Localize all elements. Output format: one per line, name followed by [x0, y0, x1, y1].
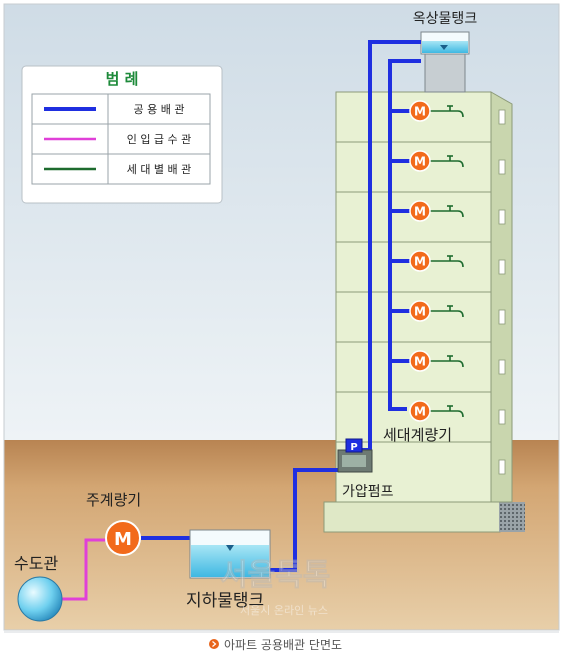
unit-meter-icon — [409, 100, 431, 122]
building-foundation — [323, 501, 501, 533]
main-meter-symbol: M — [114, 529, 132, 550]
unit-meter-symbol: M — [414, 305, 426, 319]
unit-branch: M — [409, 400, 464, 422]
unit-meter-symbol: M — [414, 255, 426, 269]
unit-pipe — [430, 110, 464, 118]
side-window — [498, 359, 506, 375]
watermark-sub: 서울시 온라인 뉴스 — [240, 604, 328, 617]
water-level-icon — [226, 545, 234, 551]
side-window — [498, 309, 506, 325]
underground-tank — [189, 529, 271, 579]
unit-branch: M — [390, 300, 464, 322]
rooftop-tank — [420, 31, 470, 93]
common-pipe-supply-down — [388, 59, 421, 411]
watermark-main: 서울톡톡 — [220, 558, 330, 593]
unit-pipe — [430, 260, 464, 268]
side-window — [498, 109, 506, 125]
legend-label: 세 대 별 배 관 — [127, 163, 192, 176]
side-window — [498, 459, 506, 475]
unit-meter-symbol: M — [414, 405, 426, 419]
unit-meter-symbol: M — [414, 155, 426, 169]
legend-row: 세 대 별 배 관 — [31, 153, 211, 185]
watermark: 서울톡톡 서울시 온라인 뉴스 — [220, 558, 331, 617]
unit-meter-symbol: M — [414, 355, 426, 369]
pump-motor — [342, 455, 366, 467]
legend-rows: 공 용 배 관인 입 급 수 관세 대 별 배 관 — [31, 93, 211, 185]
unit-pipe — [430, 360, 464, 368]
main-meter-icon — [105, 520, 141, 556]
unit-branches: M M M M M M M — [390, 100, 464, 422]
legend-label: 인 입 급 수 관 — [127, 133, 192, 146]
unit-meter-icon — [409, 150, 431, 172]
unit-meter-icon — [409, 200, 431, 222]
unit-meter-symbol: M — [414, 105, 426, 119]
unit-meter-label: 세대계량기 — [383, 426, 452, 444]
underground-tank-label: 지하물탱크 — [186, 591, 264, 611]
foundation-vent — [499, 502, 525, 532]
unit-branch: M — [390, 250, 464, 272]
unit-pipe — [430, 210, 464, 218]
rooftop-tank-stand — [424, 53, 466, 93]
unit-pipe — [430, 160, 464, 168]
unit-branch: M — [390, 100, 464, 122]
rooftop-tank-label: 옥상물탱크 — [413, 11, 478, 27]
building-side — [490, 91, 513, 503]
unit-branch: M — [390, 200, 464, 222]
pump-badge — [345, 438, 363, 453]
water-main-label: 수도관 — [14, 554, 58, 573]
water-level-icon — [440, 45, 448, 50]
caption-arrow-icon — [212, 641, 217, 647]
side-window — [498, 259, 506, 275]
inlet-pipe — [62, 538, 106, 601]
legend: 범 례 공 용 배 관인 입 급 수 관세 대 별 배 관 — [21, 65, 223, 204]
side-windows — [498, 109, 506, 475]
side-window — [498, 409, 506, 425]
unit-meter-icon — [409, 250, 431, 272]
legend-row: 인 입 급 수 관 — [31, 123, 211, 155]
main-meter-label: 주계량기 — [86, 491, 141, 509]
unit-pipe — [430, 410, 464, 418]
legend-title: 범 례 — [106, 70, 139, 88]
legend-label: 공 용 배 관 — [134, 103, 185, 116]
floor-lines — [336, 141, 491, 443]
unit-meter-icon — [409, 400, 431, 422]
unit-branch: M — [390, 350, 464, 372]
unit-meter-icon — [409, 300, 431, 322]
unit-meter-symbol: M — [414, 205, 426, 219]
legend-row: 공 용 배 관 — [31, 93, 211, 125]
caption-bullet-icon — [209, 639, 219, 649]
unit-meter-icon — [409, 350, 431, 372]
booster-pump-label: 가압펌프 — [342, 484, 394, 500]
side-window — [498, 159, 506, 175]
caption-text: 아파트 공용배관 단면도 — [224, 638, 342, 652]
booster-pump: P — [337, 438, 373, 473]
water-main-icon — [17, 576, 63, 622]
side-window — [498, 209, 506, 225]
pump-symbol: P — [350, 442, 357, 453]
unit-pipe — [430, 310, 464, 318]
unit-branch: M — [390, 150, 464, 172]
common-pipe-pump-to-tank — [270, 468, 342, 572]
diagram-frame — [3, 3, 560, 631]
